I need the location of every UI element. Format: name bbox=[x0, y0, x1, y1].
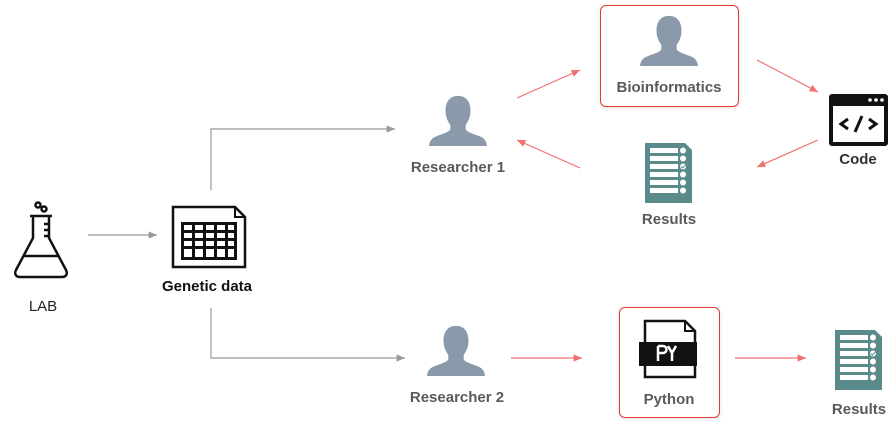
python-file-icon bbox=[639, 319, 697, 379]
arrow-code-to-results bbox=[756, 139, 819, 168]
genetic-data-label: Genetic data bbox=[161, 278, 253, 295]
spreadsheet-icon bbox=[171, 205, 247, 269]
bioinformatics-person-icon bbox=[640, 15, 698, 66]
arrow-results-to-researcher1 bbox=[516, 139, 581, 169]
arrow-researcher1-to-bioinformatics bbox=[516, 69, 581, 99]
arrow-bioinformatics-to-code bbox=[756, 59, 819, 93]
results-bottom-checklist-icon bbox=[835, 330, 882, 390]
researcher2-person-icon bbox=[427, 325, 485, 376]
researcher1-person-icon bbox=[429, 95, 487, 146]
arrow-genetic-data-to-researcher2 bbox=[210, 308, 405, 362]
results-top-checklist-icon bbox=[645, 143, 692, 203]
code-label[interactable]: Code bbox=[839, 151, 877, 168]
researcher2-label[interactable]: Researcher 2 bbox=[409, 389, 505, 406]
researcher1-label[interactable]: Researcher 1 bbox=[410, 159, 506, 176]
lab-label: LAB bbox=[28, 298, 58, 315]
gray-arrows bbox=[88, 125, 405, 362]
arrow-genetic-data-to-researcher1 bbox=[210, 125, 395, 190]
code-window-icon bbox=[829, 94, 888, 146]
flask-icon bbox=[13, 201, 69, 279]
python-label: Python bbox=[643, 391, 695, 408]
results-top-label[interactable]: Results bbox=[641, 211, 697, 228]
bioinformatics-label: Bioinformatics bbox=[616, 79, 722, 96]
results-bottom-label[interactable]: Results bbox=[831, 401, 887, 418]
red-arrows bbox=[511, 59, 819, 362]
